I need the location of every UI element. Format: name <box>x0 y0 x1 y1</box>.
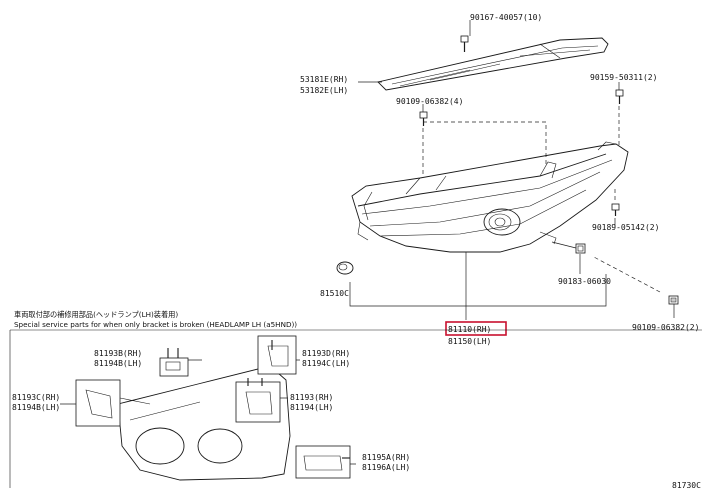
bracket-81193c-drawing <box>75 379 151 427</box>
label-90189[interactable]: 90189-05142(2) <box>592 223 659 232</box>
inset-note-japanese: 車両取付部の補修用部品(ヘッドランプ(LH)装着用) <box>14 310 178 319</box>
bolt-90109-right-icon <box>668 295 679 305</box>
label-81194c[interactable]: 81194C(LH) <box>302 359 350 368</box>
label-81193[interactable]: 81193(RH) <box>290 393 333 402</box>
clip-90183-icon <box>575 243 586 254</box>
label-81194b[interactable]: 81194B(LH) <box>94 359 142 368</box>
label-81193b[interactable]: 81193B(RH) <box>94 349 142 358</box>
label-81195a[interactable]: 81195A(RH) <box>362 453 410 462</box>
bolt-90109-top-icon <box>419 111 428 126</box>
label-81510c[interactable]: 81510C <box>320 289 349 298</box>
diagram-id: 81730C <box>672 481 701 490</box>
label-81150[interactable]: 81150(LH) <box>448 337 491 346</box>
bracket-81195a-drawing <box>295 445 351 479</box>
inset-frame <box>9 329 702 488</box>
headlamp-assembly-drawing <box>351 141 629 253</box>
label-90109-top[interactable]: 90109-06382(4) <box>396 97 463 106</box>
bracket-81193b-drawing <box>159 348 189 377</box>
bolt-90159-icon <box>615 89 624 104</box>
cap-81510c-icon <box>336 261 354 275</box>
inset-note-english: Special service parts for when only brac… <box>14 320 297 329</box>
bolt-90167-icon <box>460 35 469 52</box>
trim-strip-drawing <box>377 37 609 91</box>
label-90167[interactable]: 90167-40057(10) <box>470 13 542 22</box>
bracket-81193d-drawing <box>257 335 297 375</box>
bolt-90189-icon <box>611 203 620 216</box>
label-81196a[interactable]: 81196A(LH) <box>362 463 410 472</box>
label-81194b-lower[interactable]: 81194B(LH) <box>12 403 60 412</box>
label-81193d[interactable]: 81193D(RH) <box>302 349 350 358</box>
label-90109-right[interactable]: 90109-06382(2) <box>632 323 699 332</box>
part-highlight-box <box>445 321 507 336</box>
label-90183[interactable]: 90183-06030 <box>558 277 611 286</box>
label-81194[interactable]: 81194(LH) <box>290 403 333 412</box>
bracket-81193-drawing <box>235 378 281 423</box>
label-53182e[interactable]: 53182E(LH) <box>300 86 348 95</box>
label-90159[interactable]: 90159-50311(2) <box>590 73 657 82</box>
label-81110[interactable]: 81110(RH) <box>448 325 491 334</box>
label-81193c[interactable]: 81193C(RH) <box>12 393 60 402</box>
label-53181e[interactable]: 53181E(RH) <box>300 75 348 84</box>
